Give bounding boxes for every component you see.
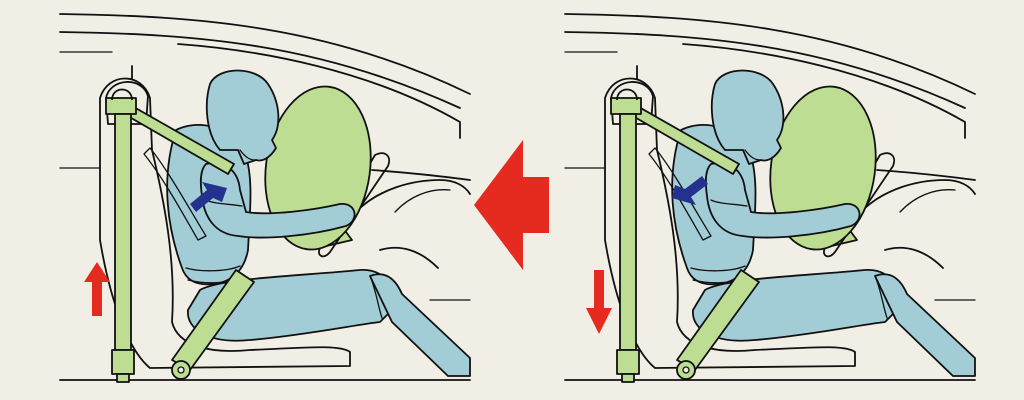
force-arrow-icon <box>190 182 227 212</box>
panel-after <box>564 13 976 383</box>
force-arrow-icon <box>672 176 708 205</box>
impact-direction-arrow-icon <box>474 140 549 270</box>
seatbelt-down-arrow-icon <box>586 270 612 334</box>
panel-before <box>59 13 471 383</box>
seatbelt-up-arrow-icon <box>84 262 110 316</box>
